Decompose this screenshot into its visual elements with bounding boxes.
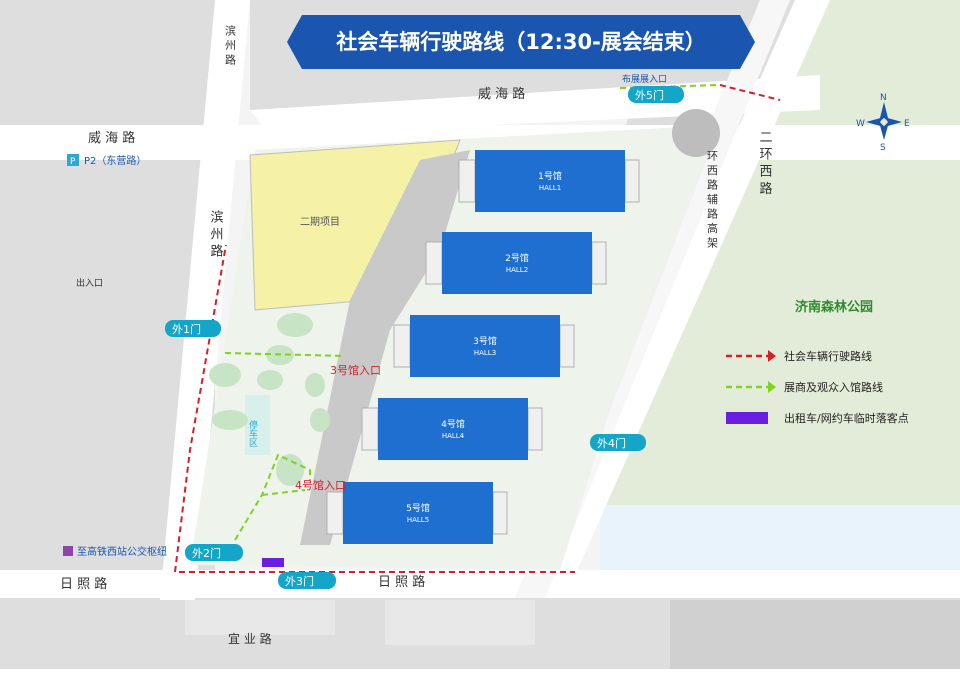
compass-e: E [904, 119, 910, 129]
halls-group: 1号馆 HALL1 2号馆 HALL2 3号馆 HALL3 4号馆 HALL4 5号馆 HALL5 [326, 150, 640, 544]
hall-1: 1号馆 HALL1 [458, 150, 640, 212]
gate-5: 外5门 [628, 86, 684, 103]
hall-4-label-en: HALL4 [442, 432, 465, 440]
hall-2-label-en: HALL2 [506, 266, 528, 274]
park-label: 济南森林公园 [795, 299, 873, 315]
road-label-rizhao-bottom: 日 照 路 [378, 574, 425, 590]
binzhou-road [160, 0, 250, 600]
rizhao-road [0, 570, 960, 598]
bus-icon [63, 546, 73, 556]
hall-4-box [378, 398, 528, 460]
parking-label-p2: P2（东营路） [84, 154, 146, 167]
gate-2-label: 外2门 [192, 546, 221, 560]
hall-5-label-en: HALL5 [407, 516, 429, 524]
legend-green-label: 展商及观众入馆路线 [784, 380, 883, 394]
hall-1-label-en: HALL1 [539, 184, 561, 192]
road-label-binzhou-top: 滨 州 路 [224, 24, 237, 66]
road-label-erhuan-elevated: 环 西 路 辅 路 高 架 [706, 150, 719, 248]
hall-2-box [442, 232, 592, 294]
gate-5-label: 外5门 [635, 88, 664, 102]
compass-s: S [880, 143, 886, 153]
gate-2: 外2门 [185, 544, 243, 561]
road-label-weihai-left: 威 海 路 [88, 130, 135, 146]
visitor-route-hall3 [224, 352, 346, 357]
hall-3-box [410, 315, 560, 377]
hall-3: 3号馆 HALL3 [393, 315, 575, 377]
hall-4: 4号馆 HALL4 [361, 398, 543, 460]
hall-3-label-en: HALL3 [474, 349, 496, 357]
road-label-erhuan-west: 二 环 西 路 [757, 130, 773, 195]
hall-2: 2号馆 HALL2 [425, 232, 607, 294]
hall-4-label-cn: 4号馆 [441, 418, 465, 430]
hall-1-box [475, 150, 625, 212]
parking-area-label: 停车区 [247, 419, 258, 447]
gate-3-label: 外3门 [285, 574, 314, 588]
hall-5: 5号馆 HALL5 [326, 482, 508, 544]
gate-4-label: 外4门 [597, 436, 626, 450]
title-banner [287, 15, 755, 69]
hall-3-label-cn: 3号馆 [473, 335, 497, 347]
hall-5-label-cn: 5号馆 [406, 502, 430, 514]
phase2-label: 二期项目 [300, 216, 340, 228]
gate-1: 外1门 [165, 320, 221, 337]
bus-stop-label: 至高铁西站公交枢纽 [77, 545, 167, 558]
social-vehicle-route [173, 244, 535, 573]
hall-2-label-cn: 2号馆 [505, 252, 529, 264]
taxi-dropoff-stop [262, 558, 284, 567]
legend-purple-label: 出租车/网约车临时落客点 [784, 411, 909, 425]
legend-purple-swatch [726, 412, 768, 424]
svg-text:P: P [70, 157, 76, 167]
road-label-yiye: 宜 业 路 [228, 631, 272, 646]
legend: 社会车辆行驶路线 展商及观众入馆路线 出租车/网约车临时落客点 [726, 349, 909, 425]
visitor-route-hall4 [234, 453, 311, 541]
gate-1-label: 外1门 [172, 322, 201, 336]
hall-5-box [343, 482, 493, 544]
hall3-entry-label: 3号馆入口 [330, 363, 381, 377]
hall4-entry-label: 4号馆入口 [295, 478, 346, 492]
compass-w: W [856, 119, 865, 129]
road-label-binzhou-left: 滨 州 路 [208, 209, 224, 257]
block-nw [0, 0, 220, 125]
exhibitor-entry-label: 布展展入口 [622, 73, 667, 85]
parking-area [248, 400, 266, 450]
legend-red-label: 社会车辆行驶路线 [784, 349, 872, 363]
gate-3: 外3门 [278, 572, 336, 589]
roundabout [672, 109, 720, 157]
page-title: 社会车辆行驶路线（12:30-展会结束） [335, 30, 706, 54]
road-label-rizhao-left: 日 照 路 [60, 576, 107, 592]
road-label-weihai-top: 威 海 路 [478, 86, 525, 102]
compass-icon: N S W E [856, 93, 910, 153]
hall-1-label-cn: 1号馆 [538, 170, 562, 182]
compass-n: N [880, 93, 887, 103]
entry-exit-label: 出入口 [76, 277, 103, 289]
gate-4: 外4门 [590, 434, 646, 451]
